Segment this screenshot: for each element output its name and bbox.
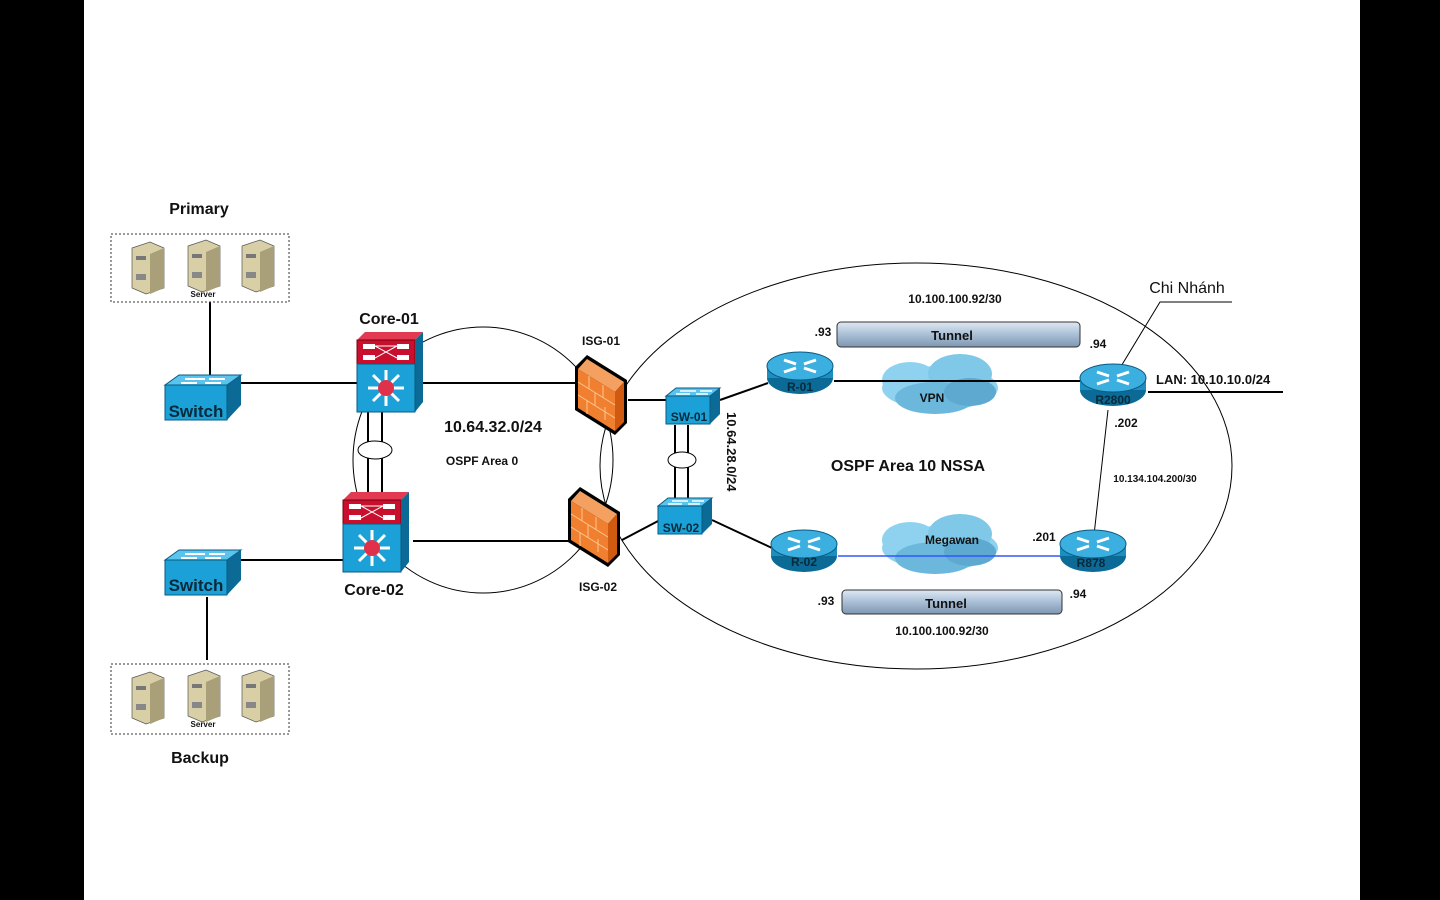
r878-label: R878 <box>1077 556 1106 570</box>
core-02-label: Core-02 <box>344 582 404 599</box>
vpn-label: VPN <box>920 391 945 405</box>
r878-link-ip: .201 <box>1032 530 1056 544</box>
core-channel-bundle <box>357 440 393 460</box>
r2800-label: R2800 <box>1095 393 1131 407</box>
branch-link-subnet: 10.134.104.200/30 <box>1113 474 1197 485</box>
lan-label: LAN: 10.10.10.0/24 <box>1156 372 1271 387</box>
server-icon[interactable] <box>131 671 165 725</box>
server-icon[interactable] <box>187 669 221 723</box>
server-label: Server <box>191 290 216 299</box>
tunnel-top-left-ip: .93 <box>815 325 832 339</box>
tunnel-bottom-subnet: 10.100.100.92/30 <box>895 624 989 638</box>
area10-label: OSPF Area 10 NSSA <box>831 458 986 475</box>
core-02-icon[interactable] <box>341 490 411 574</box>
switch-primary-label: Switch <box>169 402 224 421</box>
sw-01-label: SW-01 <box>671 410 708 424</box>
r2800-link-ip: .202 <box>1114 416 1138 430</box>
isg-01-label: ISG-01 <box>582 334 620 348</box>
primary-label: Primary <box>169 201 229 218</box>
server-icon[interactable] <box>241 239 275 293</box>
r-01-label: R-01 <box>787 380 813 394</box>
server-icon[interactable] <box>241 669 275 723</box>
tunnel-top-label: Tunnel <box>931 328 973 343</box>
isg-02-label: ISG-02 <box>579 580 617 594</box>
backup-label: Backup <box>171 750 229 767</box>
tunnel-bottom-left-ip: .93 <box>818 594 835 608</box>
switch-backup-label: Switch <box>169 576 224 595</box>
sw-channel-bundle <box>667 451 697 469</box>
r-02-label: R-02 <box>791 555 817 569</box>
tunnel-top-right-ip: .94 <box>1090 337 1107 351</box>
sw-subnet-label: 10.64.28.0/24 <box>724 412 739 492</box>
server-icon[interactable] <box>187 239 221 293</box>
core-subnet-label: 10.64.32.0/24 <box>444 419 542 436</box>
server-label: Server <box>191 720 216 729</box>
chi-nhanh-label: Chi Nhánh <box>1149 280 1225 297</box>
area10-boundary <box>599 262 1233 670</box>
area0-boundary <box>352 326 614 594</box>
backup-server-group <box>110 663 290 735</box>
tunnel-top-subnet: 10.100.100.92/30 <box>908 292 1002 306</box>
sw-02-label: SW-02 <box>663 521 700 535</box>
tunnel-top <box>836 321 1081 348</box>
tunnel-bottom <box>841 589 1063 615</box>
area0-label: OSPF Area 0 <box>446 454 519 468</box>
tunnel-bottom-right-ip: .94 <box>1070 587 1087 601</box>
server-icon[interactable] <box>131 241 165 295</box>
canvas <box>84 0 1360 900</box>
primary-server-group <box>110 233 290 303</box>
core-01-icon[interactable] <box>355 330 425 414</box>
core-01-label: Core-01 <box>359 311 419 328</box>
megawan-label: Megawan <box>925 533 979 547</box>
tunnel-bottom-label: Tunnel <box>925 596 967 611</box>
